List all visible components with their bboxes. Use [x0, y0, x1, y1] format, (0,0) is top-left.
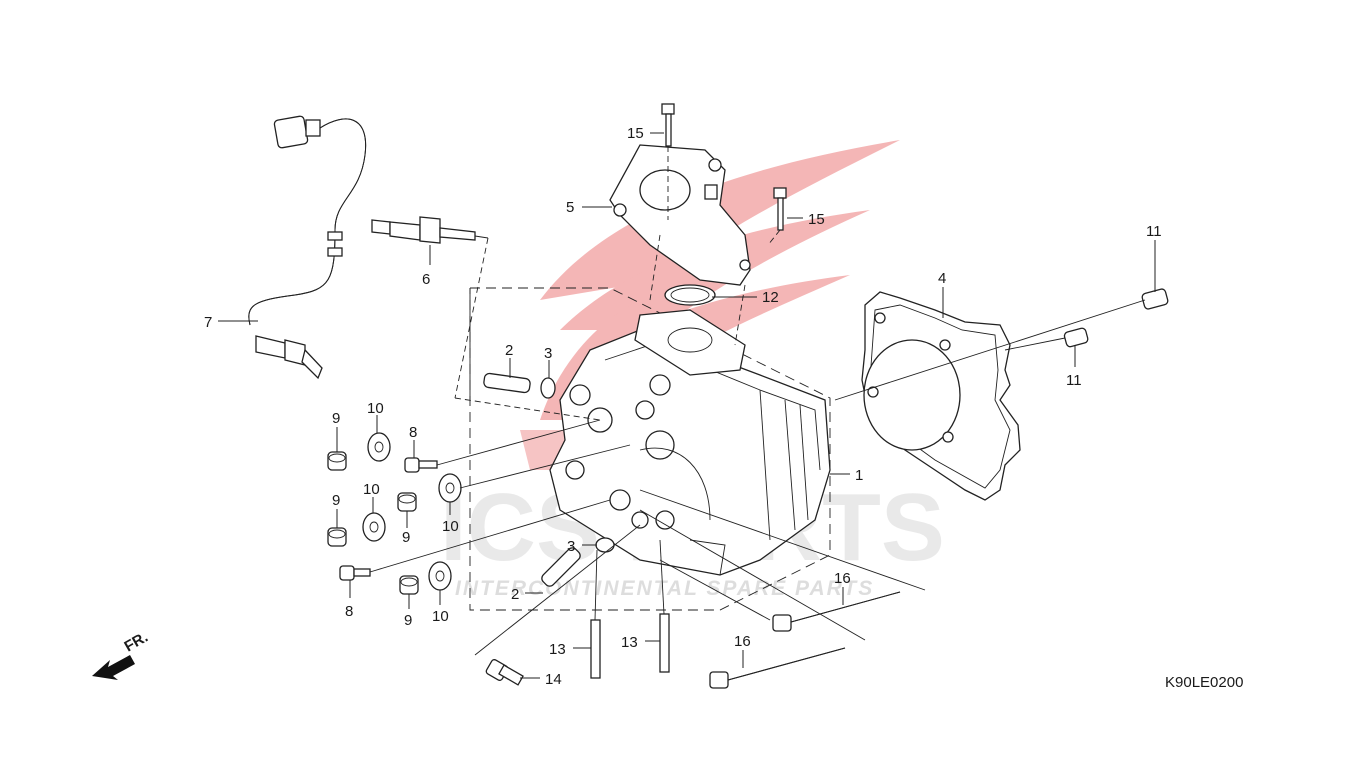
bolt-15-b — [773, 187, 787, 231]
diagram-code: K90LE0200 — [1165, 674, 1243, 691]
callout-label: 3 — [567, 538, 575, 555]
stud-8a — [404, 457, 438, 473]
callout-labels: 15 15 5 6 7 12 4 11 11 2 3 9 10 8 9 10 9… — [204, 125, 1162, 688]
callout-label: 3 — [544, 345, 552, 362]
dowel-pin-a — [1141, 288, 1169, 310]
callout-label: 10 — [432, 608, 449, 625]
washer-10a — [367, 432, 391, 462]
callout-label: 16 — [734, 633, 751, 650]
callout-label: 6 — [422, 271, 430, 288]
callout-label: 8 — [345, 603, 353, 620]
cylinder-head — [549, 329, 831, 576]
stud-8b — [339, 565, 371, 581]
callout-label: 15 — [808, 211, 825, 228]
callout-label: 1 — [855, 467, 863, 484]
o-ring — [664, 284, 716, 306]
callout-label: 12 — [762, 289, 779, 306]
washer-10b — [362, 512, 386, 542]
oxygen-sensor — [248, 115, 367, 380]
callout-label: 5 — [566, 199, 574, 216]
bolt-14 — [485, 659, 524, 686]
callout-label: 15 — [627, 125, 644, 142]
clip-3b — [595, 537, 615, 553]
front-direction-indicator: FR. — [92, 629, 151, 680]
nut-9b — [327, 527, 347, 547]
bolt-16a — [772, 591, 901, 632]
callout-label: 8 — [409, 424, 417, 441]
callout-label: 13 — [621, 634, 638, 651]
nut-9d — [399, 575, 419, 595]
front-direction-label: FR. — [122, 629, 151, 656]
callout-label: 9 — [404, 612, 412, 629]
callout-label: 10 — [442, 518, 459, 535]
callout-label: 10 — [363, 481, 380, 498]
clip-3a — [540, 377, 556, 399]
spark-plug — [371, 216, 489, 244]
callout-label: 7 — [204, 314, 212, 331]
bolt-16b — [709, 647, 846, 689]
callout-label: 9 — [332, 410, 340, 427]
callout-label: 2 — [505, 342, 513, 359]
callout-label: 16 — [834, 570, 851, 587]
intake-flange — [634, 309, 746, 376]
assembly-box — [469, 287, 831, 611]
callout-label: 4 — [938, 270, 946, 287]
dowel-pin-b — [1063, 327, 1089, 348]
callout-label: 11 — [1146, 223, 1162, 240]
watermark-tagline: INTERCONTINENTAL SPARE PARTS — [455, 577, 874, 600]
stud-13a — [590, 619, 601, 679]
intake-manifold — [609, 144, 751, 286]
nut-9c — [397, 492, 417, 512]
callout-label: 11 — [1066, 372, 1082, 389]
washer-10d — [428, 561, 452, 591]
callout-label: 14 — [545, 671, 562, 688]
callout-label: 9 — [332, 492, 340, 509]
washer-10c — [438, 473, 462, 503]
callout-label: 10 — [367, 400, 384, 417]
valve-guide-b — [541, 547, 581, 587]
callout-label: 9 — [402, 529, 410, 546]
leader-lines — [218, 132, 1156, 679]
bolt-15-a — [661, 103, 675, 147]
callout-label: 2 — [511, 586, 519, 603]
valve-guide-a — [483, 372, 531, 394]
stud-13b — [659, 613, 670, 673]
cylinder-head-gasket — [861, 291, 1021, 501]
nut-9a — [327, 451, 347, 471]
callout-label: 13 — [549, 641, 566, 658]
